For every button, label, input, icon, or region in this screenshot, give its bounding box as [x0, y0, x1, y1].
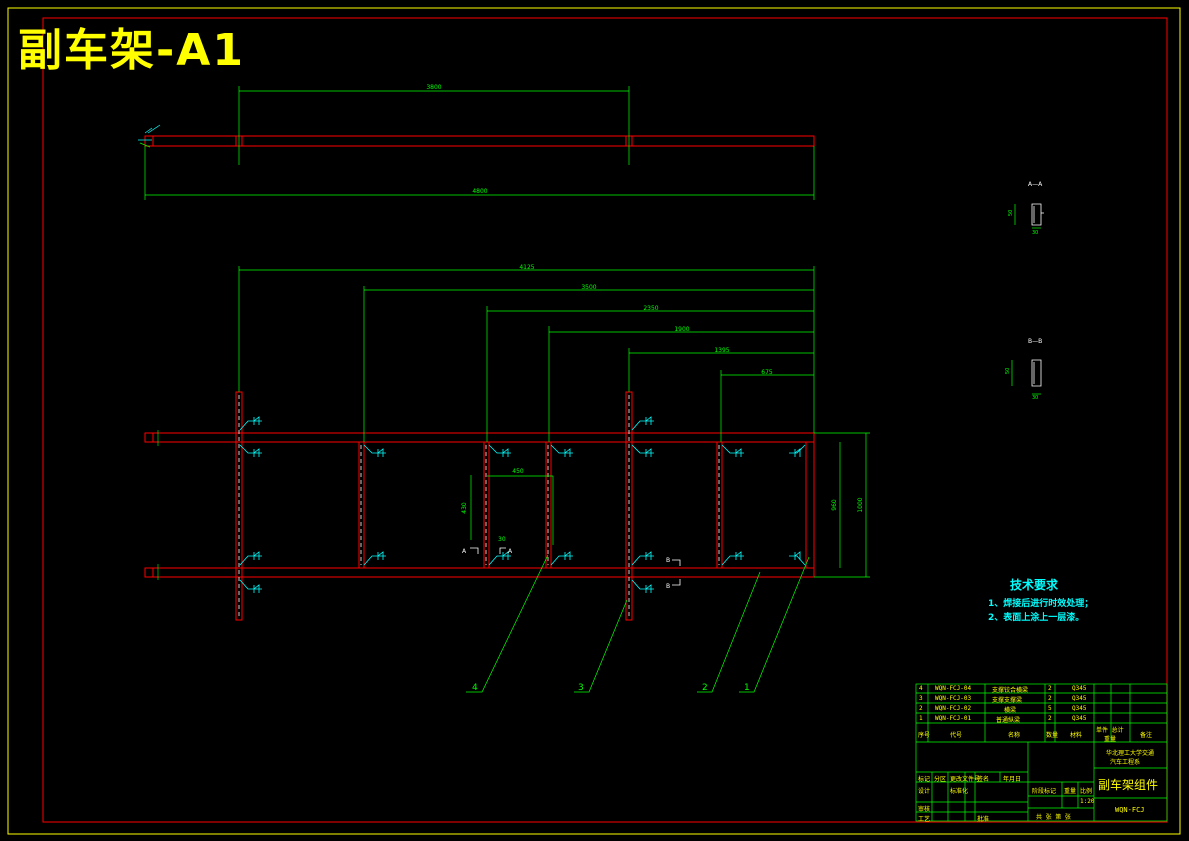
- part-material: Q345: [1072, 715, 1087, 722]
- dept-name: 汽车工程系: [1110, 759, 1141, 766]
- rail-top: [144, 432, 815, 443]
- label-stage: 阶段标记: [1032, 788, 1057, 795]
- header-name: 名称: [1008, 732, 1021, 739]
- header-code: 代号: [950, 732, 963, 739]
- part-name: 支撑铰合横梁: [992, 687, 1029, 694]
- label-signature: 签名: [977, 776, 990, 783]
- part-name: 支撑支撑梁: [992, 697, 1023, 704]
- tech-requirement-2: 2、表面上涂上一层漆。: [988, 613, 1085, 623]
- svg-text:50: 50: [1005, 368, 1011, 374]
- part-qty: 2: [1048, 695, 1052, 702]
- label-date: 年月日: [1003, 776, 1022, 783]
- section-mark-a-right: A: [508, 548, 513, 555]
- part-code: WQN-FCJ-01: [935, 715, 972, 722]
- section-mark-b-top: B: [666, 557, 670, 564]
- part-qty: 2: [1048, 715, 1052, 722]
- callout-3: 3: [578, 683, 584, 693]
- dim-675: 675: [761, 369, 773, 376]
- part-no: 2: [919, 705, 923, 712]
- dim-960: 960: [831, 499, 838, 511]
- label-sheets: 共 张 第 张: [1036, 814, 1071, 821]
- part-no: 4: [919, 685, 923, 692]
- part-qty: 5: [1048, 705, 1052, 712]
- svg-text:A—A: A—A: [1028, 181, 1043, 188]
- rail-bottom: [144, 567, 815, 578]
- callout-4: 4: [472, 683, 478, 693]
- section-bb: B—B 50 30: [1005, 338, 1042, 401]
- part-name: 横梁: [1004, 707, 1017, 714]
- header-weight: 单件 总计: [1096, 727, 1124, 734]
- label-design: 设计: [918, 788, 931, 795]
- dim-4800: 4800: [472, 188, 487, 195]
- part-no: 3: [919, 695, 923, 702]
- dim-1395: 1395: [714, 347, 729, 354]
- dim-3800: 3800: [426, 84, 441, 91]
- dim-430: 430: [461, 502, 468, 514]
- inner-frame: [42, 17, 1168, 823]
- label-process: 工艺: [918, 816, 931, 823]
- header-no: 序号: [918, 732, 931, 739]
- header-remark: 备注: [1140, 732, 1153, 739]
- plan-view: 4125 3500 2350 1900 1395 675 450 430 960…: [144, 264, 870, 693]
- title-block: [915, 683, 1168, 822]
- dim-30: 30: [498, 536, 506, 543]
- section-aa: A—A 50 30: [1008, 181, 1044, 236]
- dim-4125: 4125: [519, 264, 534, 271]
- dim-3500: 3500: [581, 284, 596, 291]
- dim-2350: 2350: [643, 305, 658, 312]
- label-review: 审核: [918, 806, 931, 813]
- part-code: WQN-FCJ-02: [935, 705, 972, 712]
- label-approve: 批准: [977, 816, 990, 823]
- drawing-number: WQN-FCJ: [1115, 806, 1145, 814]
- dim-450: 450: [512, 468, 524, 475]
- section-mark-b-bottom: B: [666, 583, 670, 590]
- tech-requirement-1: 1、焊接后进行时效处理；: [988, 599, 1094, 609]
- label-mark: 标记: [918, 776, 931, 783]
- tech-requirements-title: 技术要求: [1010, 578, 1059, 592]
- part-no: 1: [919, 715, 923, 722]
- part-code: WQN-FCJ-03: [935, 695, 972, 702]
- top-view: 3800 4800: [138, 84, 815, 200]
- dim-1000: 1000: [857, 497, 864, 512]
- part-code: WQN-FCJ-04: [935, 685, 972, 692]
- svg-text:B—B: B—B: [1028, 338, 1042, 345]
- outer-frame: [7, 7, 1181, 835]
- section-mark-a-left: A: [462, 548, 467, 555]
- part-qty: 2: [1048, 685, 1052, 692]
- header-material: 材料: [1070, 732, 1083, 739]
- label-ratio: 比例: [1080, 788, 1093, 795]
- part-material: Q345: [1072, 695, 1087, 702]
- svg-text:30: 30: [1032, 395, 1038, 401]
- callout-2: 2: [702, 683, 708, 693]
- school-name: 华北理工大学交通: [1106, 750, 1155, 757]
- part-material: Q345: [1072, 685, 1087, 692]
- label-zone: 分区: [934, 776, 947, 783]
- callout-1: 1: [744, 683, 750, 693]
- header-weight2: 重量: [1104, 736, 1117, 743]
- dim-1900: 1900: [674, 326, 689, 333]
- label-change-doc: 更改文件号: [950, 776, 981, 783]
- header-qty: 数量: [1046, 732, 1059, 739]
- top-beam: [144, 135, 815, 147]
- part-material: Q345: [1072, 705, 1087, 712]
- scale-value: 1:20: [1080, 798, 1095, 805]
- part-name: 普通纵梁: [996, 717, 1021, 724]
- label-standard: 标准化: [950, 788, 969, 795]
- drawing-title: 副车架-A1: [18, 25, 245, 76]
- drawing-name: 副车架组件: [1098, 778, 1159, 792]
- label-weight: 重量: [1064, 788, 1077, 795]
- svg-text:50: 50: [1008, 210, 1014, 216]
- svg-text:30: 30: [1032, 230, 1038, 236]
